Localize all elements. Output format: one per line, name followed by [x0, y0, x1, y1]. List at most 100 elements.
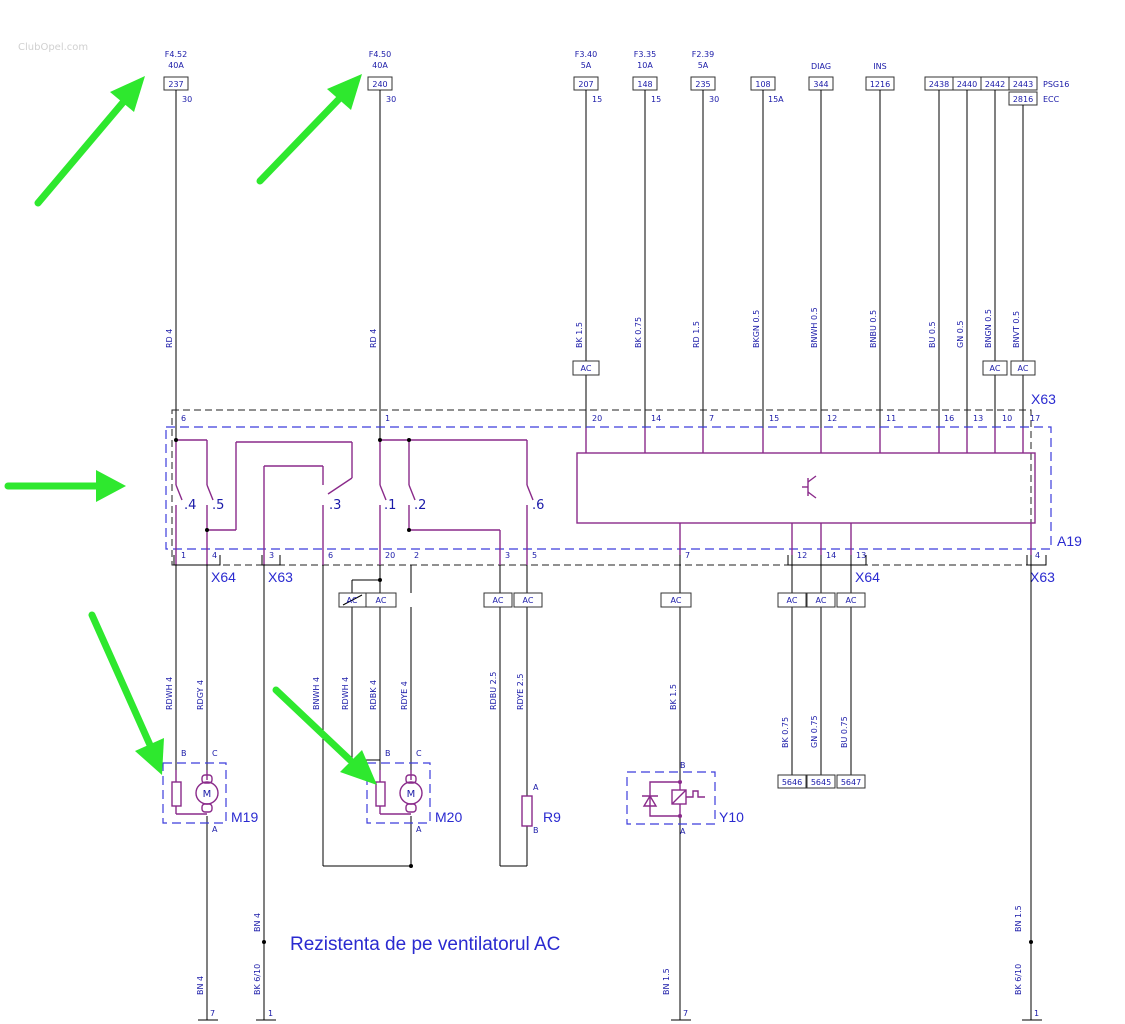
fuse-name: F3.35 — [634, 50, 656, 59]
psg-label: PSG16 — [1043, 80, 1069, 89]
contact-label: .1 — [384, 498, 396, 513]
ref-number: 5645 — [811, 778, 831, 787]
pin-number: 5 — [532, 551, 537, 560]
wire-label: RDYE 4 — [400, 681, 409, 710]
terminal-number: 15 — [592, 95, 602, 104]
circuit-number: 148 — [637, 80, 652, 89]
wire-label: RDWH 4 — [165, 677, 174, 710]
wire-label: BNWH 4 — [312, 677, 321, 710]
fuse-rating: 40A — [372, 61, 388, 70]
relay-switches — [174, 438, 534, 565]
terminal-letter: B — [533, 826, 539, 835]
top-wires — [175, 90, 1024, 440]
fuse-rating: 5A — [581, 61, 592, 70]
circuit-box — [1008, 76, 1038, 91]
terminal-number: 15A — [768, 95, 784, 104]
ref-number: 5646 — [782, 778, 802, 787]
m19-blower-motor: B C A M M19 — [162, 749, 258, 834]
contact-label: .6 — [532, 498, 544, 513]
a19-label: A19 — [1057, 533, 1082, 549]
terminal-number: 30 — [709, 95, 719, 104]
arrow-icon-module — [4, 470, 126, 502]
wire-label: BK 6/10 — [1014, 964, 1023, 995]
terminal-letter: A — [680, 827, 686, 836]
ac-tags-mid: AC AC AC AC AC AC AC AC — [338, 592, 866, 608]
terminal-letter: B — [385, 749, 391, 758]
circuit-number: 108 — [755, 80, 770, 89]
circuit-number: 240 — [372, 80, 387, 89]
circuit-number: 2816 — [1013, 95, 1033, 104]
circuit-number: 237 — [168, 80, 183, 89]
fuse-name: F2.39 — [692, 50, 714, 59]
fuse-f335: F3.35 10A 148 15 — [632, 50, 661, 104]
pin-number: 10 — [1002, 414, 1012, 423]
arrow-icon-fuse-f450 — [256, 74, 362, 185]
wire-label: BNWH 0.5 — [810, 307, 819, 348]
x63-label-top: X63 — [1031, 391, 1056, 407]
a19-control-module — [576, 452, 1036, 524]
pin-number: 20 — [592, 414, 602, 423]
ac-tag: AC — [816, 596, 827, 605]
wire-label: BU 0.75 — [840, 716, 849, 748]
fuse-name: F4.50 — [369, 50, 391, 59]
arrow-icon-m19 — [88, 611, 164, 775]
wire-label: BNVT 0.5 — [1012, 311, 1021, 348]
bottom-refs: 5646 5645 5647 — [777, 774, 866, 789]
circuit-number: 207 — [578, 80, 593, 89]
connector-brackets — [173, 555, 1047, 566]
y10-label: Y10 — [719, 809, 744, 825]
ac-tag: AC — [671, 596, 682, 605]
fuse-rating: 40A — [168, 61, 184, 70]
pin-number: 4 — [212, 551, 217, 560]
relay-contact-labels: .4 .5 .3 .1 .2 .6 — [184, 498, 544, 513]
ac-tag: AC — [523, 596, 534, 605]
pin-number: 13 — [973, 414, 983, 423]
ac-tag: AC — [990, 364, 1001, 373]
ac-tag: AC — [1018, 364, 1029, 373]
module-inputs — [585, 428, 1024, 453]
wire-label: RD 4 — [165, 329, 174, 348]
wire-label: BKGN 0.5 — [752, 310, 761, 348]
ground-pins: 7 1 7 1 — [198, 1009, 1042, 1021]
motor-symbol: M — [203, 789, 212, 800]
circuit-number: 2442 — [985, 80, 1005, 89]
wire-label: BN 4 — [196, 976, 205, 995]
contact-label: .3 — [329, 498, 341, 513]
top-wire-labels: RD 4 RD 4 BK 1.5 BK 0.75 RD 1.5 BKGN 0.5… — [165, 307, 1021, 348]
pin-number: 7 — [210, 1009, 215, 1018]
arrow-icon-fuse-f452 — [34, 76, 145, 207]
terminal-letter: A — [212, 825, 218, 834]
wire-label: RDGY 4 — [196, 680, 205, 710]
pin-number: 14 — [826, 551, 836, 560]
fuse-rating: 10A — [637, 61, 653, 70]
pin-number: 6 — [181, 414, 186, 423]
ref-label: INS — [873, 62, 886, 71]
terminal-letter: B — [680, 761, 686, 770]
circuit-number: 2438 — [929, 80, 949, 89]
wire-label: BNGN 0.5 — [984, 309, 993, 348]
ac-tag: AC — [846, 596, 857, 605]
ref-number: 5647 — [841, 778, 861, 787]
terminal-letter: B — [181, 749, 187, 758]
fuse-f450: F4.50 40A 240 30 — [367, 50, 396, 104]
ac-tag: AC — [376, 596, 387, 605]
terminal-number: 30 — [386, 95, 396, 104]
terminal-number: 30 — [182, 95, 192, 104]
contact-label: .5 — [212, 498, 224, 513]
terminal-letter: A — [533, 783, 539, 792]
pin-number: 13 — [856, 551, 866, 560]
pin-number: 20 — [385, 551, 395, 560]
wire-label: GN 0.75 — [810, 715, 819, 748]
ecc-label: ECC — [1043, 95, 1060, 104]
wire-label: BK 6/10 — [253, 964, 262, 995]
pin-number: 11 — [886, 414, 896, 423]
x64-label-left: X64 — [211, 569, 236, 585]
diagram-caption: Rezistenta de pe ventilatorul AC — [290, 934, 560, 955]
m20-label: M20 — [435, 809, 462, 825]
fuse-f452: F4.52 40A 237 30 — [163, 50, 192, 104]
pin-number: 3 — [269, 551, 274, 560]
wire-label: RD 4 — [369, 329, 378, 348]
bottom-pin-numbers: 1 4 3 6 20 2 3 5 7 12 14 13 4 — [181, 551, 1040, 560]
